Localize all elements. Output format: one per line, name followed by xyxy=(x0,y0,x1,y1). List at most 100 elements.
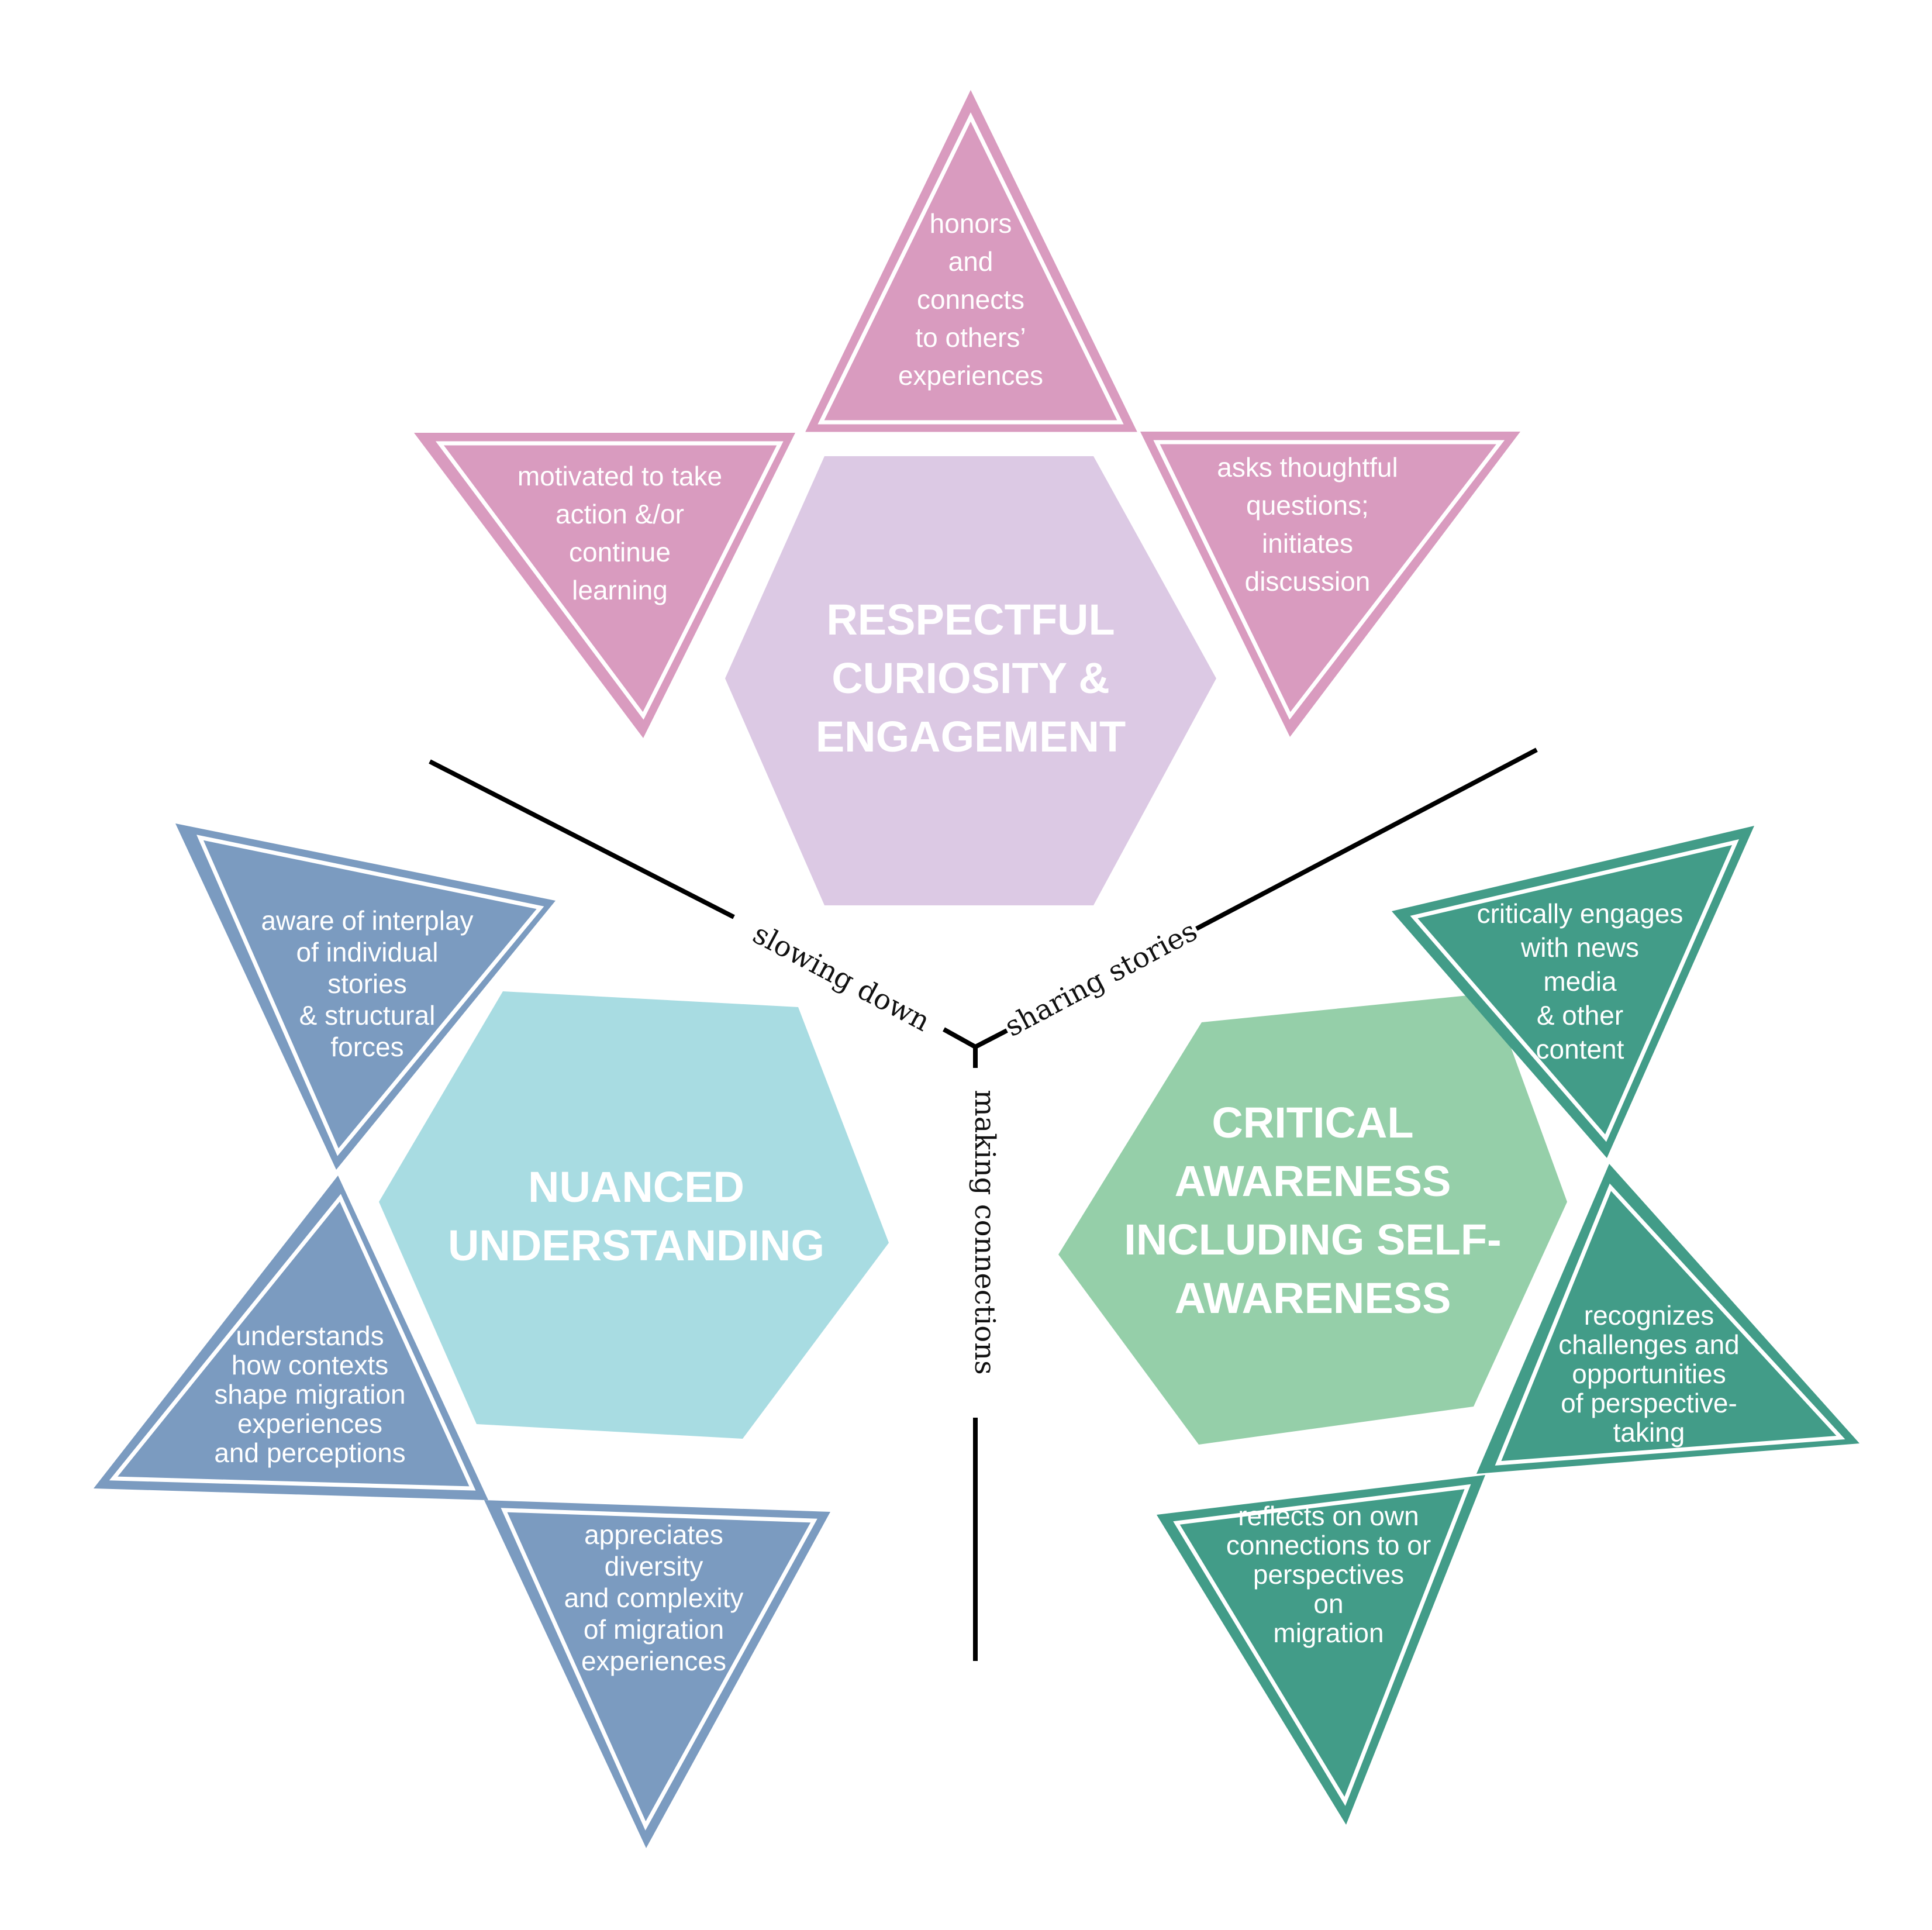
text-line: asks thoughtful xyxy=(1217,452,1398,482)
text-line: learning xyxy=(572,575,668,605)
text-line: motivated to take xyxy=(518,461,722,491)
text-line: critically engages xyxy=(1477,898,1683,929)
hexagon-title-critical: CRITICAL AWARENESS INCLUDING SELF- AWARENES… xyxy=(1124,1098,1501,1322)
axis-line-left-inner xyxy=(943,1027,977,1049)
triangle-critically-inner-border xyxy=(1410,839,1740,1142)
axis-line-left-outer xyxy=(429,759,735,919)
text-line: and perceptions xyxy=(214,1438,405,1468)
text-line: and complexity xyxy=(564,1583,744,1613)
hexagon-critical-awareness xyxy=(1058,993,1567,1445)
triangle-understands-inner-border xyxy=(109,1194,476,1491)
triangle-asks-thoughtful: asks thoughtful questions; initiates discus… xyxy=(1140,432,1520,737)
text-line: continue xyxy=(569,537,671,567)
text-line: reflects on own xyxy=(1238,1501,1419,1531)
text-line: of migration xyxy=(584,1614,724,1645)
triangle-honors-shape xyxy=(805,89,1137,432)
text-line: with news xyxy=(1520,932,1639,963)
text-line: content xyxy=(1536,1034,1624,1064)
text-line: connects xyxy=(917,284,1024,315)
cluster-respectful-curiosity: RESPECTFUL CURIOSITY & ENGAGEMENT honors an… xyxy=(414,89,1520,905)
triangle-motivated-shape xyxy=(414,433,795,738)
triangle-honors: honors and connects to others’ experiences xyxy=(805,89,1137,432)
text-line: CRITICAL xyxy=(1212,1098,1413,1147)
text-line: AWARENESS xyxy=(1175,1274,1451,1322)
text-line: shape migration xyxy=(214,1379,405,1409)
text-line: opportunities xyxy=(1572,1359,1726,1389)
text-line: & structural xyxy=(299,1000,436,1031)
axis-label-sharing-stories: sharing stories xyxy=(999,915,1202,1043)
axis-label-making-connections: making connections xyxy=(968,1090,1001,1374)
text-line: of perspective- xyxy=(1561,1388,1737,1418)
axis-line-right-inner xyxy=(974,1028,1008,1049)
triangle-reflects-shape xyxy=(1157,1475,1485,1825)
hexagon-title-nuanced: NUANCED UNDERSTANDING xyxy=(448,1163,824,1270)
text-line: honors xyxy=(930,208,1012,239)
text-line: to others’ xyxy=(915,322,1026,353)
text-line: action &/or xyxy=(556,499,684,529)
text-line: appreciates xyxy=(584,1519,723,1550)
text-line: experiences xyxy=(581,1646,726,1676)
text-line: experiences xyxy=(237,1408,382,1439)
hexagon-respectful-curiosity xyxy=(725,456,1216,905)
triangle-motivated: motivated to take action &/or continue lear… xyxy=(414,433,795,738)
triangle-aware-inner-border xyxy=(196,835,544,1156)
text-line: RESPECTFUL xyxy=(826,595,1115,644)
text-line: initiates xyxy=(1262,528,1353,559)
cluster-critical-awareness: CRITICAL AWARENESS INCLUDING SELF- AWARENES… xyxy=(1058,826,1859,1825)
text-line: taking xyxy=(1613,1417,1685,1448)
text-line: and xyxy=(948,246,993,277)
triangle-motivated-text: motivated to take action &/or continue lear… xyxy=(518,461,722,605)
triangle-asks-shape xyxy=(1140,432,1520,737)
triangle-asks-text: asks thoughtful questions; initiates discus… xyxy=(1217,452,1398,597)
text-line: how contexts xyxy=(232,1350,388,1380)
text-line: & other xyxy=(1537,1000,1623,1031)
text-line: experiences xyxy=(898,360,1043,391)
text-line: NUANCED xyxy=(528,1163,744,1211)
axis-line-right-outer xyxy=(1195,747,1538,931)
text-line: discussion xyxy=(1245,566,1371,597)
text-line: migration xyxy=(1273,1618,1384,1648)
text-line: understands xyxy=(236,1321,384,1351)
text-line: perspectives xyxy=(1253,1559,1404,1590)
triangle-critically-shape xyxy=(1392,826,1754,1158)
text-line: connections to or xyxy=(1226,1530,1431,1560)
text-line: on xyxy=(1313,1588,1343,1619)
text-line: aware of interplay xyxy=(261,905,473,936)
triangle-recognizes-shape xyxy=(1476,1164,1859,1474)
text-line: stories xyxy=(327,969,406,999)
text-line: AWARENESS xyxy=(1175,1157,1451,1205)
triangle-reflects-inner-border xyxy=(1173,1484,1471,1806)
triangle-aware-shape xyxy=(175,823,556,1170)
triangle-appreciates-inner-border xyxy=(501,1508,817,1831)
triangle-understands-shape xyxy=(94,1176,488,1500)
text-line: recognizes xyxy=(1584,1300,1714,1331)
text-line: of individual xyxy=(296,937,439,967)
triangle-asks-inner-border xyxy=(1153,440,1505,720)
text-line: INCLUDING SELF- xyxy=(1124,1215,1501,1264)
triangle-honors-text: honors and connects to others’ experiences xyxy=(898,208,1043,391)
text-line: questions; xyxy=(1246,490,1369,521)
hexagon-nuanced-understanding xyxy=(379,991,889,1439)
text-line: ENGAGEMENT xyxy=(816,712,1126,761)
triangle-motivated-inner-border xyxy=(436,441,784,720)
text-line: diversity xyxy=(605,1551,703,1581)
text-line: forces xyxy=(330,1032,403,1062)
center-axes xyxy=(429,747,1538,1661)
text-line: UNDERSTANDING xyxy=(448,1221,824,1270)
triangle-appreciates-shape xyxy=(484,1500,830,1848)
text-line: media xyxy=(1543,966,1617,997)
text-line: CURIOSITY & xyxy=(832,654,1110,702)
